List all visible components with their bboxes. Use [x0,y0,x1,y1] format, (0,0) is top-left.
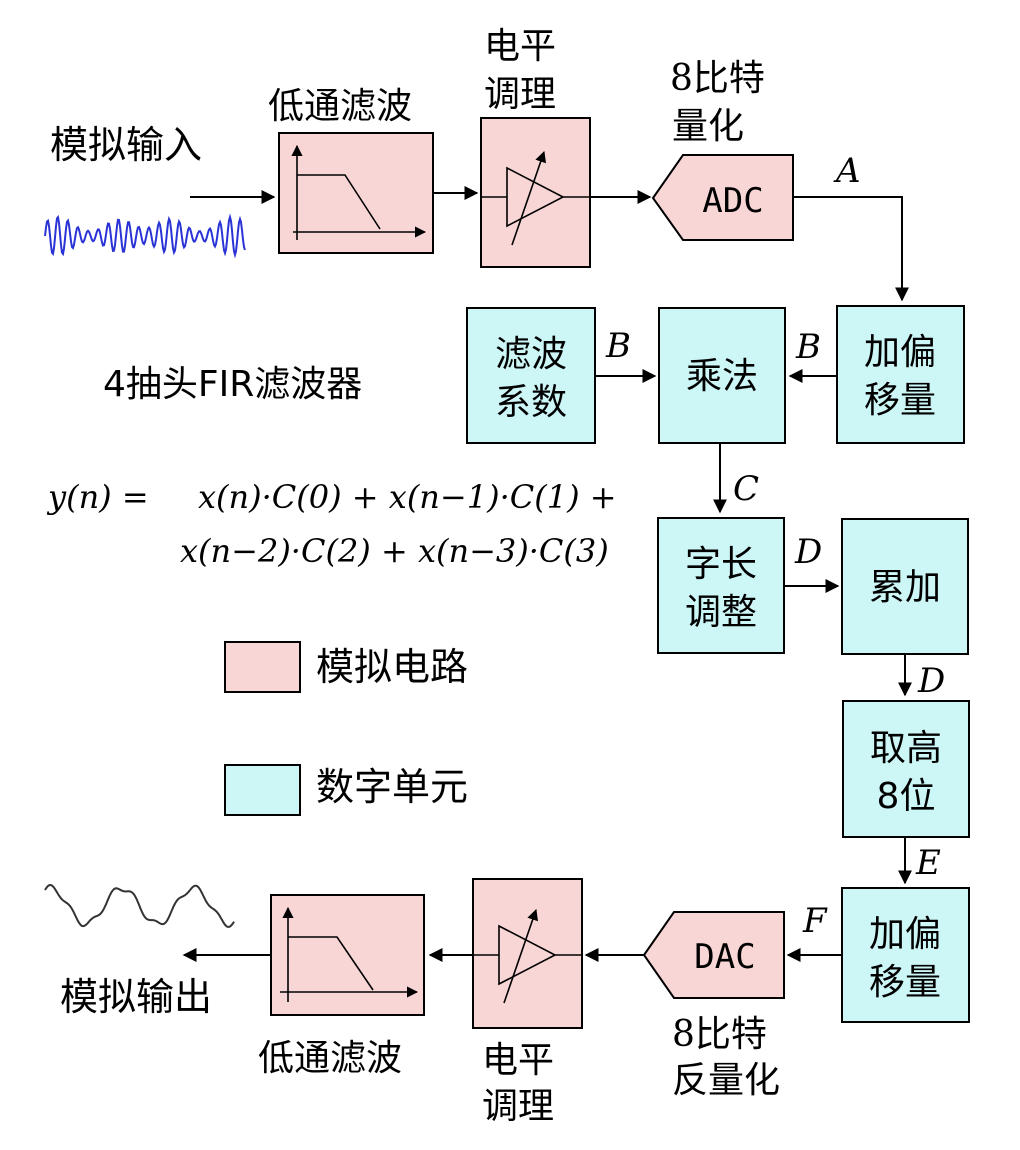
wordlen-label-2: 调整 [685,592,757,633]
level-in-label-2: 调理 [484,74,556,115]
equation-line-2: x(n−2)·C(2) + x(n−3)·C(3) [180,532,609,570]
legend-digital-swatch [224,764,301,816]
coefficients-label-1: 滤波 [495,334,567,375]
analog-output-label: 模拟输出 [60,975,212,1019]
fir-title: 4抽头FIR滤波器 [103,364,362,405]
dac-block [642,911,785,999]
equation-lhs: y(n) = [46,478,149,516]
lpf-in-label: 低通滤波 [268,86,412,127]
take-high-8-label-2: 8位 [877,776,936,817]
level-out-label-2: 调理 [482,1086,554,1127]
equation-line-1: x(n)·C(0) + x(n−1)·C(1) + [198,478,617,516]
multiply-label: 乘法 [686,356,758,397]
arrow-adc-to-offset [793,196,909,302]
signal-label-d-2: D [917,661,945,701]
level-out-label-1: 电平 [482,1040,554,1081]
dac-caption-2: 反量化 [672,1060,780,1101]
offset-out-block [841,887,970,1023]
wordlen-block [657,517,785,654]
adjust-in-arrow-icon [511,150,547,246]
legend-digital-label: 数字单元 [316,765,468,809]
offset-in-label-2: 移量 [864,380,936,421]
analog-input-label: 模拟输入 [50,123,202,167]
legend-analog-label: 模拟电路 [316,645,468,689]
amplifier-out-icon [498,924,557,986]
adc-caption-2: 量化 [672,106,744,147]
coefficients-block [466,307,596,444]
lpf-in-response-curve [297,174,381,230]
lpf-out-response-curve [288,936,374,991]
offset-out-label-1: 加偏 [869,914,941,955]
level-out-box [472,878,583,1029]
dac-caption-1: 8比特 [672,1014,767,1055]
take-high-8-label-1: 取高 [870,728,942,769]
level-in-block [480,117,591,268]
lpf-out-label: 低通滤波 [258,1038,402,1079]
adjust-out-arrow-icon [503,908,539,1004]
amplifier-in-icon [506,166,565,228]
multiply-block [658,307,786,444]
level-out-block [472,878,583,1029]
signal-label-e: E [915,843,941,883]
signal-label-b-right: B [795,327,821,367]
accumulate-label: 累加 [869,567,941,608]
signal-label-a: A [833,151,861,191]
take-high-8-block [842,700,970,838]
dac-label: DAC [694,937,755,977]
level-in-box [480,117,591,268]
offset-in-block [836,305,965,444]
adc-label: ADC [702,181,763,221]
lpf-out-block [270,894,425,1016]
wordlen-label-1: 字长 [685,544,757,585]
signal-label-c: C [733,469,759,509]
input-waveform [44,213,246,259]
offset-in-label-1: 加偏 [864,332,936,373]
lpf-in-block [278,132,434,254]
accumulate-block [841,518,969,655]
output-waveform [44,883,235,928]
signal-label-f: F [802,901,828,941]
level-in-label-1: 电平 [484,26,556,67]
lpf-out-box [270,894,425,1016]
coefficients-label-2: 系数 [495,382,567,423]
signal-label-d-1: D [794,532,822,572]
legend-analog-swatch [224,641,301,693]
offset-out-label-2: 移量 [869,962,941,1003]
adc-caption-1: 8比特 [670,58,765,99]
signal-label-b-left: B [605,326,631,366]
